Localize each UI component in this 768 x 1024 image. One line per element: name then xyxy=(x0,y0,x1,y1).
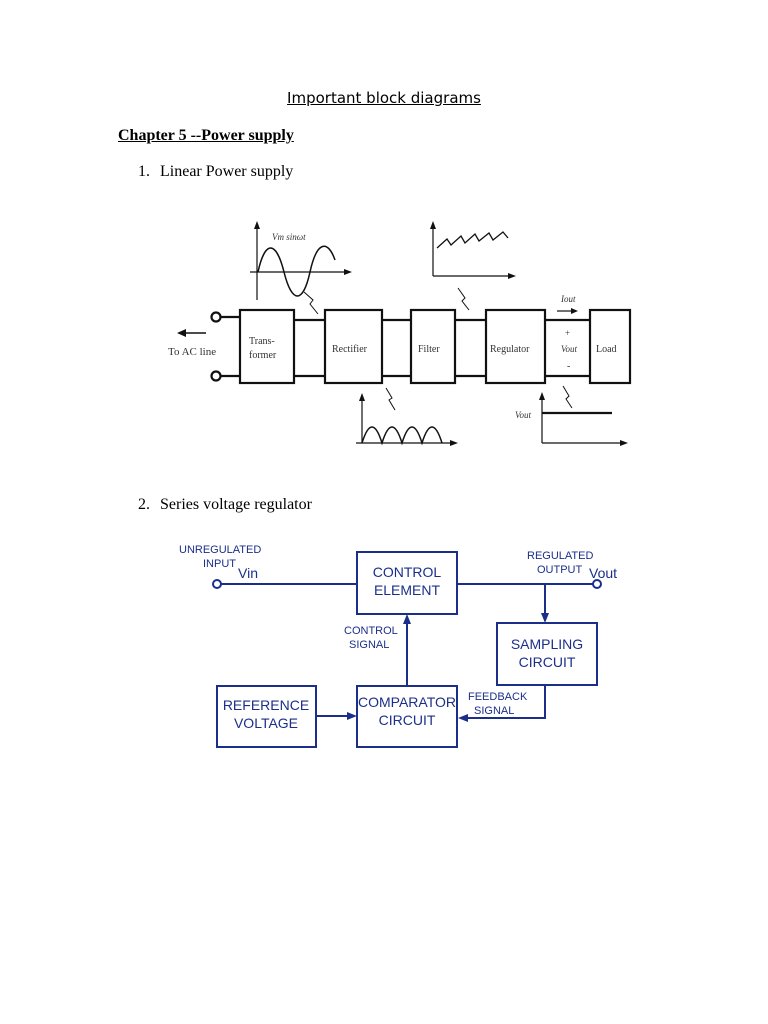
list-number: 2. xyxy=(138,496,150,513)
dc-output-graph: Vout xyxy=(515,385,628,446)
regulated-label: REGULATED xyxy=(527,550,593,562)
transformer-label: Trans- xyxy=(249,336,275,347)
feedback-label-2: SIGNAL xyxy=(474,705,514,717)
filter-block xyxy=(409,308,457,385)
vin-label: Vin xyxy=(238,565,258,581)
sampling-label: SAMPLING xyxy=(511,636,583,652)
sampling-label-2: CIRCUIT xyxy=(519,654,576,670)
iout-label: Iout xyxy=(560,294,576,304)
sampling-circuit-block xyxy=(496,622,598,686)
reference-label-2: VOLTAGE xyxy=(234,715,298,731)
sine-waveform-graph: Vm sinωt xyxy=(250,221,352,315)
list-text: Series voltage regulator xyxy=(160,496,312,513)
list-item: 1. Linear Power supply xyxy=(138,163,293,181)
output-label: OUTPUT xyxy=(537,564,583,576)
control-element-label-2: ELEMENT xyxy=(374,582,441,598)
filter-label: Filter xyxy=(418,344,440,355)
input-terminal xyxy=(212,579,222,589)
ac-line-label: To AC line xyxy=(168,346,216,358)
list-number: 1. xyxy=(138,163,150,180)
control-element-label: CONTROL xyxy=(373,564,442,580)
reference-label: REFERENCE xyxy=(223,697,309,713)
vout-graph-label: Vout xyxy=(515,410,532,420)
input-label: INPUT xyxy=(203,558,236,570)
list-item: 2. Series voltage regulator xyxy=(138,496,312,514)
regulator-block xyxy=(484,308,547,385)
plus-sign: + xyxy=(565,328,570,338)
transformer-label-2: former xyxy=(249,350,277,361)
regulator-label: Regulator xyxy=(490,344,530,355)
page-title: Important block diagrams xyxy=(287,89,481,107)
vout-label: Vout xyxy=(589,565,617,581)
rectifier-block xyxy=(323,308,384,385)
load-label: Load xyxy=(596,344,617,355)
minus-sign: - xyxy=(567,361,570,372)
comparator-label-2: CIRCUIT xyxy=(379,712,436,728)
ripple-waveform-graph xyxy=(430,221,516,311)
chapter-heading: Chapter 5 --Power supply xyxy=(118,127,294,144)
output-terminal xyxy=(592,579,602,589)
unregulated-label: UNREGULATED xyxy=(179,544,261,556)
feedback-label: FEEDBACK xyxy=(468,691,528,703)
load-block xyxy=(588,308,632,385)
control-signal-label-2: SIGNAL xyxy=(349,639,389,651)
rectifier-label: Rectifier xyxy=(332,344,368,355)
transformer-block xyxy=(238,308,296,385)
waveform-label: Vm sinωt xyxy=(272,232,306,242)
rectified-waveform-graph xyxy=(356,387,458,446)
list-text: Linear Power supply xyxy=(160,163,294,180)
control-signal-label: CONTROL xyxy=(344,625,398,637)
vout-label: Vout xyxy=(561,344,578,354)
comparator-label: COMPARATOR xyxy=(358,694,456,710)
